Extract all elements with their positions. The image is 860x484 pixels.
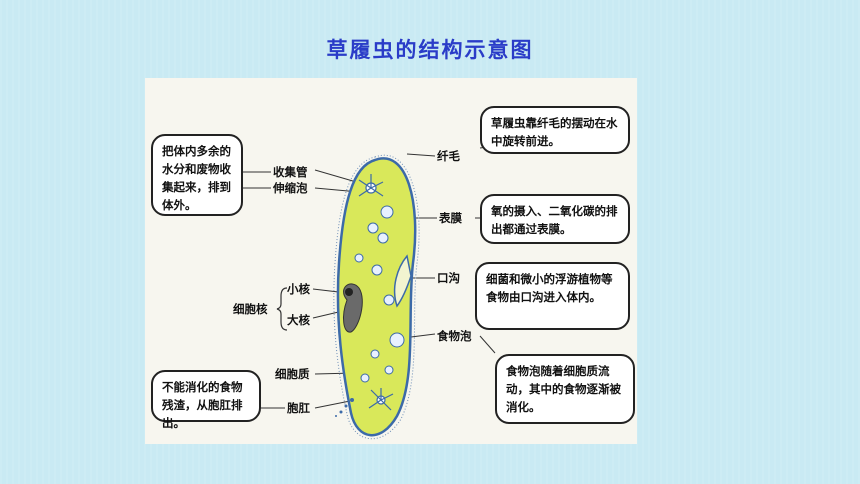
paramecium-diagram — [243, 145, 496, 440]
cilia — [333, 154, 420, 440]
callout-excretion: 把体内多余的水分和废物收集起来，排到体外。 — [151, 134, 243, 216]
callout-food-vacuole: 食物泡随着细胞质流动，其中的食物逐渐被消化。 — [495, 354, 635, 424]
label-anal-pore: 胞肛 — [287, 401, 310, 415]
callout-anal-pore: 不能消化的食物残渣，从胞肛排出。 — [151, 370, 261, 430]
label-membrane: 表膜 — [439, 211, 462, 225]
page-title: 草履虫的结构示意图 — [326, 38, 534, 62]
label-cytoplasm: 细胞质 — [275, 367, 310, 381]
label-food-vacuole: 食物泡 — [437, 329, 472, 343]
contractile-vacuole-posterior — [368, 388, 394, 411]
label-collecting-tube: 收集管 — [273, 165, 308, 179]
label-oral-groove: 口沟 — [437, 271, 460, 285]
contractile-vacuole — [358, 174, 384, 197]
paramecium-body — [336, 157, 417, 437]
callout-cilia: 草履虫靠纤毛的摆动在水中旋转前进。 — [480, 106, 630, 154]
nucleus-bracket — [276, 287, 288, 331]
food-vacuoles — [354, 205, 405, 383]
diagram-panel: 收集管 伸缩泡 纤毛 表膜 口沟 细胞核 小核 大核 食物泡 细胞质 胞肛 把体… — [145, 78, 637, 444]
label-nucleus: 细胞核 — [233, 302, 268, 316]
label-micronucleus: 小核 — [287, 282, 310, 296]
oral-groove — [393, 254, 412, 308]
callout-membrane: 氧的摄入、二氧化碳的排出都通过表膜。 — [480, 194, 630, 244]
micronucleus — [345, 288, 353, 296]
callout-oral-groove: 细菌和微小的浮游植物等食物由口沟进入体内。 — [475, 262, 630, 330]
label-cilia: 纤毛 — [437, 149, 460, 163]
anal-pore — [335, 398, 354, 417]
label-macronucleus: 大核 — [287, 313, 310, 327]
macronucleus — [343, 283, 363, 333]
label-contractile-vacuole: 伸缩泡 — [273, 181, 308, 195]
